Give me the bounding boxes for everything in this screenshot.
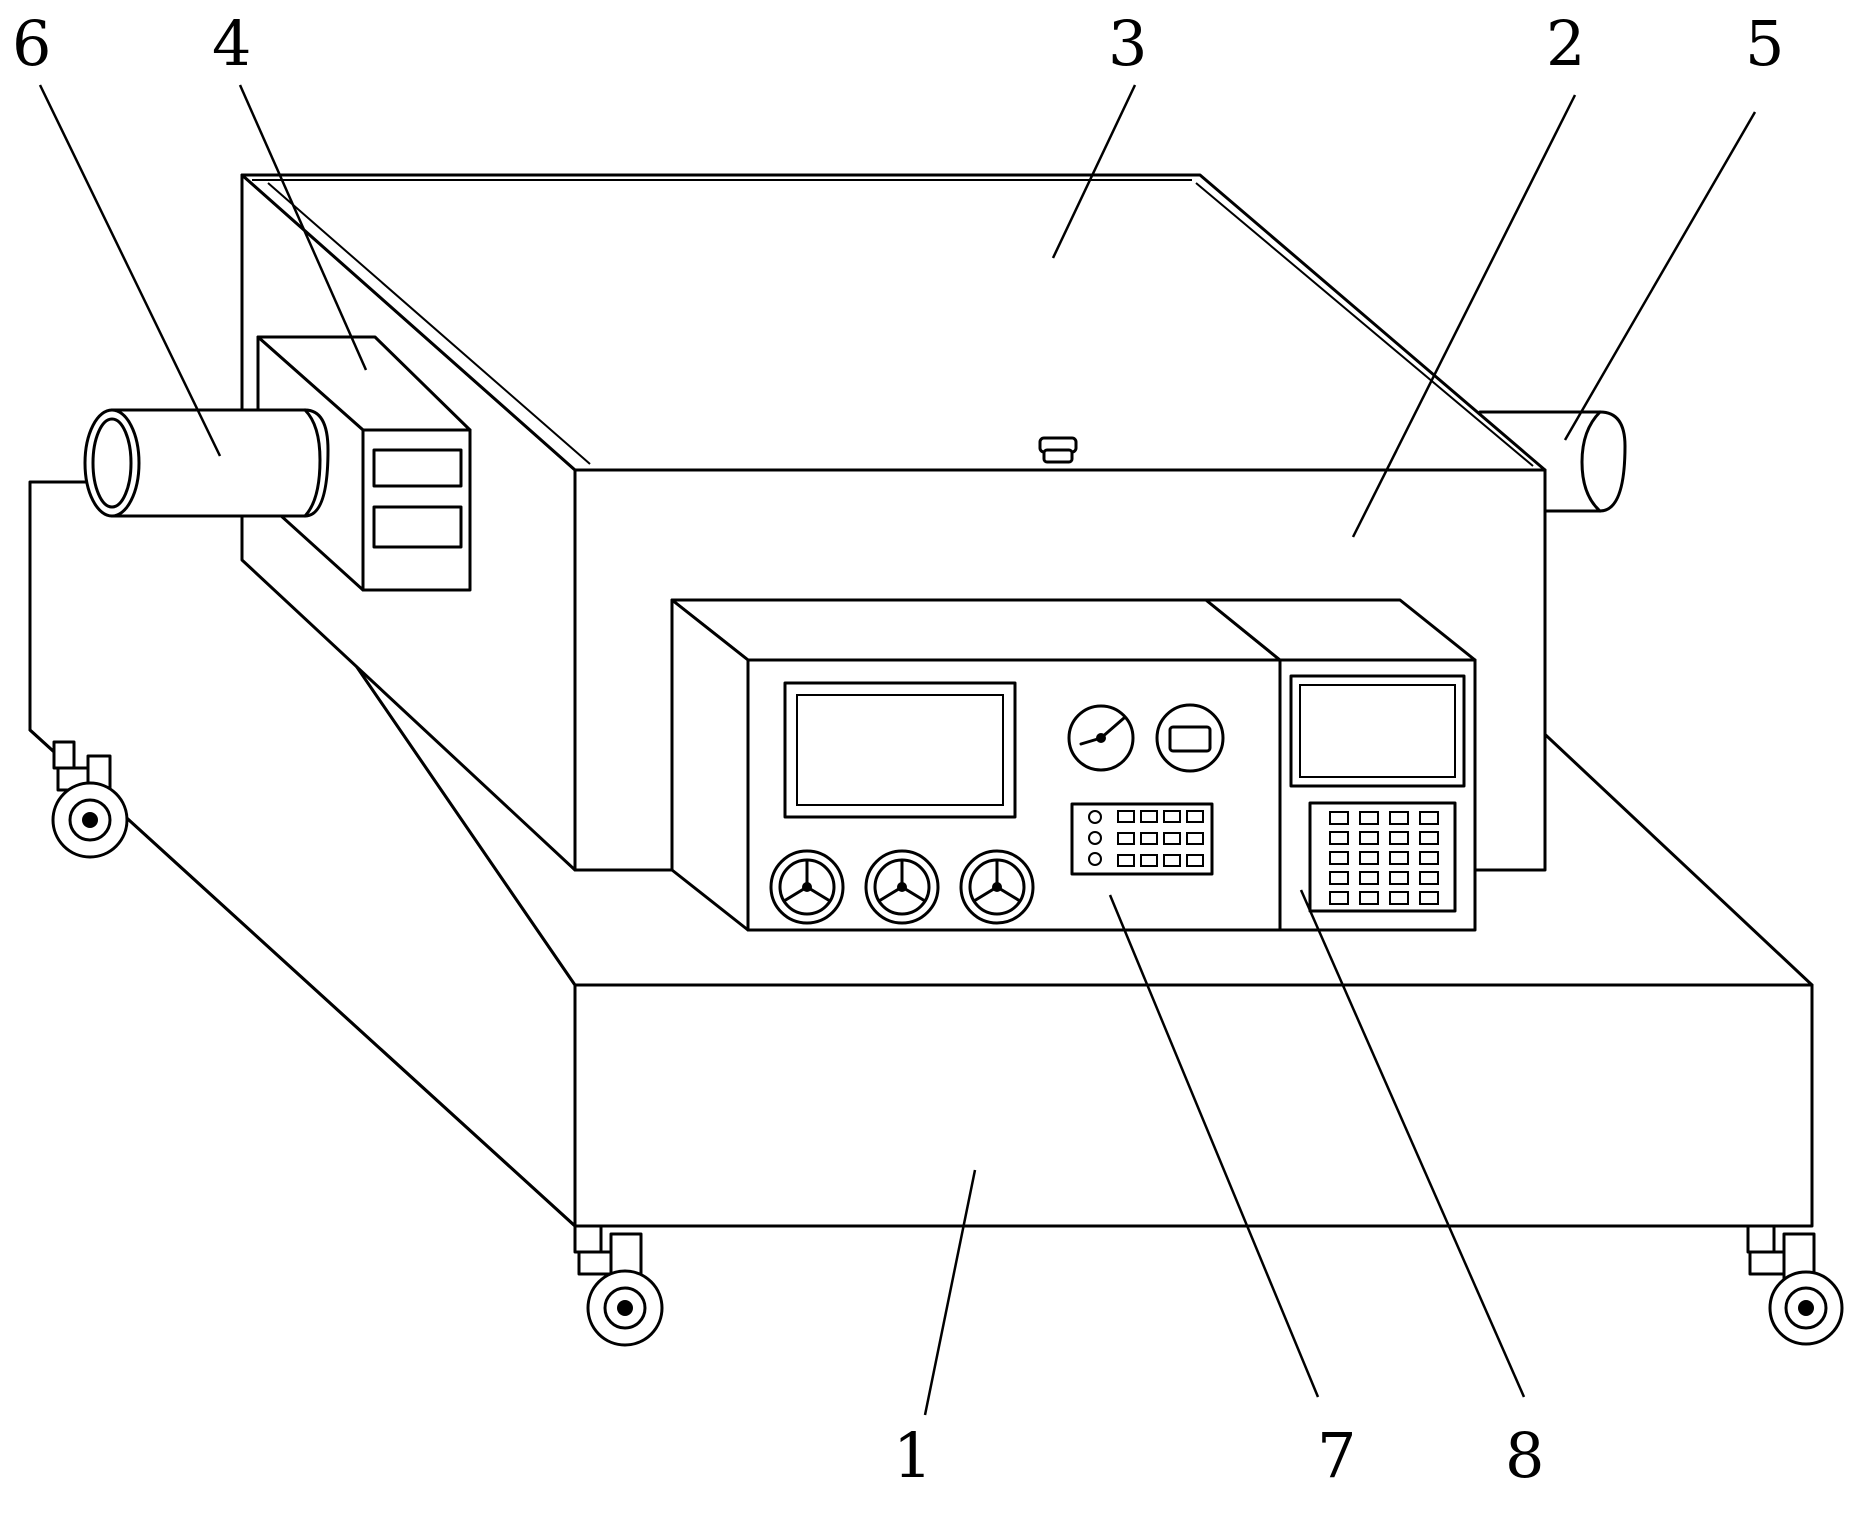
leader-line-1: [923, 1169, 977, 1416]
label-2: 2: [1546, 7, 1585, 80]
leader-line-8: [1299, 889, 1526, 1398]
label-7: 7: [1317, 1419, 1356, 1492]
leader-line-7: [1108, 894, 1320, 1398]
top-cover: [240, 173, 1547, 472]
button-block-icon: [1070, 802, 1214, 876]
label-4: 4: [212, 7, 251, 80]
label-5: 5: [1745, 7, 1784, 80]
handwheel-icon: [959, 849, 1035, 925]
leader-line-3: [1051, 84, 1137, 259]
control-panel: [670, 598, 1282, 932]
keypad-icon: [1308, 801, 1457, 913]
digital-readout-icon: [1155, 703, 1225, 773]
label-1: 1: [893, 1419, 932, 1492]
pressure-gauge-icon: [1067, 704, 1135, 772]
label-3: 3: [1108, 7, 1147, 80]
keypad-unit: [1204, 598, 1477, 932]
label-8: 8: [1505, 1419, 1544, 1492]
callout-labels: 1 2 3 4 5 6 7 8: [12, 7, 1784, 1492]
display-screen: [783, 681, 1017, 819]
leader-lines: [38, 84, 1757, 1416]
caster-wheel-front-right: [1746, 1224, 1844, 1346]
leader-line-2: [1351, 94, 1577, 538]
handwheel-icon: [864, 849, 940, 925]
keypad-screen: [1289, 674, 1466, 788]
caster-wheel-rear-left: [51, 740, 129, 859]
caster-wheel-front-left: [573, 1224, 664, 1347]
leader-line-6: [38, 84, 222, 457]
leader-line-5: [1563, 111, 1757, 441]
leader-line-4: [238, 84, 368, 371]
handwheel-icon: [769, 849, 845, 925]
left-pipe: [83, 408, 330, 518]
label-6: 6: [12, 7, 51, 80]
